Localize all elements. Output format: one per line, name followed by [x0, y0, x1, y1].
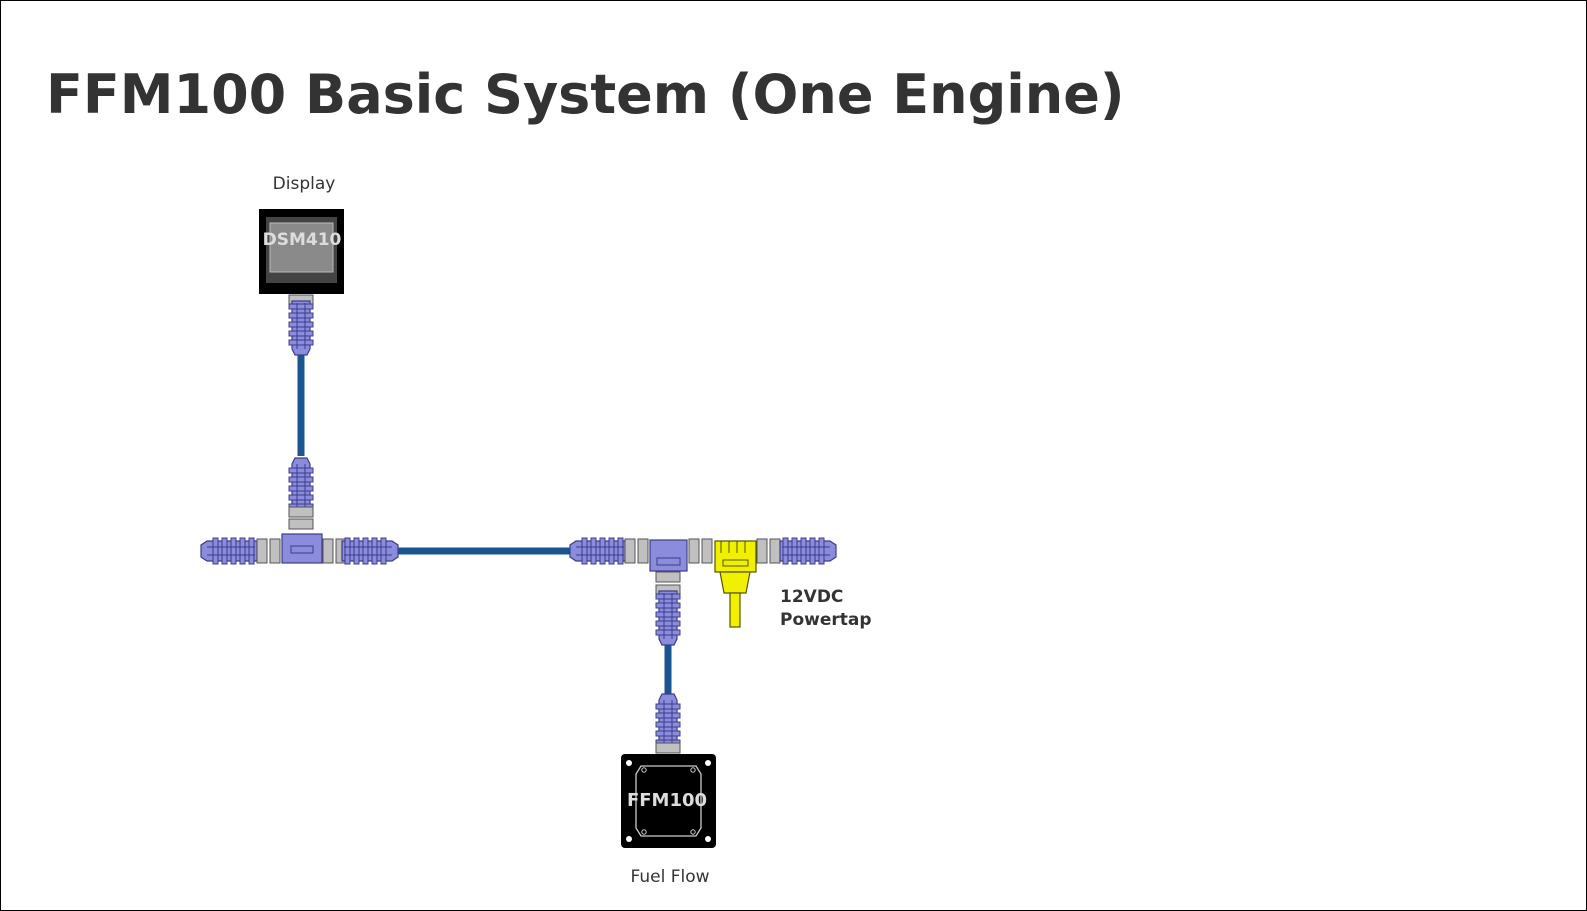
sensor-connector [655, 693, 681, 754]
powertap-label-line1: 12VDC [780, 587, 843, 607]
display-model-label: DSM410 [263, 230, 342, 250]
right-tee-connector [569, 537, 713, 572]
left-tee-connector [200, 533, 399, 565]
page-title: FFM100 Basic System (One Engine) [46, 63, 1125, 126]
display-unit: DSM410 [259, 209, 344, 294]
display-connector [288, 294, 314, 356]
right-drop-connector [655, 571, 681, 646]
powertap-label-line2: Powertap [780, 610, 872, 630]
left-drop-connector [288, 457, 314, 530]
sensor-caption: Fuel Flow [630, 867, 709, 887]
fuel-flow-sensor: FFM100 [621, 754, 716, 848]
sensor-model-label: FFM100 [627, 790, 707, 811]
display-caption: Display [273, 174, 336, 194]
powertap-connector [714, 540, 757, 628]
right-terminator-connector [756, 537, 837, 565]
